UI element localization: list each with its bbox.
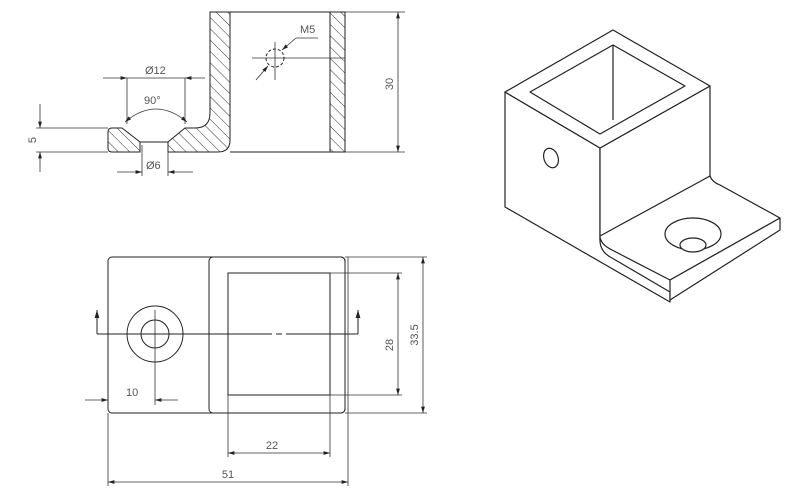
- tube-outline: [208, 256, 346, 414]
- iso-flange-edge: [669, 217, 781, 301]
- outer-outline: [107, 256, 346, 414]
- leader-line: [255, 65, 269, 81]
- iso-tube-opening: [529, 44, 686, 135]
- dim-inner-height: 28: [384, 339, 396, 351]
- dim-outer-height: 33.5: [409, 324, 421, 345]
- dim-counterbore-diameter: Ø12: [145, 65, 166, 77]
- section-view: 30 M5 Ø12 90° 5 Ø6: [27, 11, 405, 176]
- top-view: 28 33.5 10 22 51: [85, 256, 427, 486]
- dim-countersink-angle: 90°: [144, 95, 161, 107]
- section-hatch-left: [167, 11, 231, 153]
- leader-line: [281, 37, 297, 51]
- dim-height: 30: [384, 78, 396, 90]
- dim-overall-length: 51: [222, 469, 234, 481]
- angle-arc: [124, 108, 188, 123]
- dim-base-thickness: 5: [27, 137, 39, 143]
- iso-side-hole: [542, 147, 560, 169]
- dim-thread: M5: [300, 24, 315, 36]
- dim-inner-width: 22: [266, 440, 278, 452]
- dim-hole-diameter: Ø6: [146, 160, 161, 172]
- iso-countersink-inner: [679, 237, 707, 253]
- section-hatch-base: [107, 127, 141, 153]
- section-hatch-right: [329, 11, 346, 153]
- dim-hole-offset: 10: [126, 387, 138, 399]
- isometric-view: [504, 29, 781, 303]
